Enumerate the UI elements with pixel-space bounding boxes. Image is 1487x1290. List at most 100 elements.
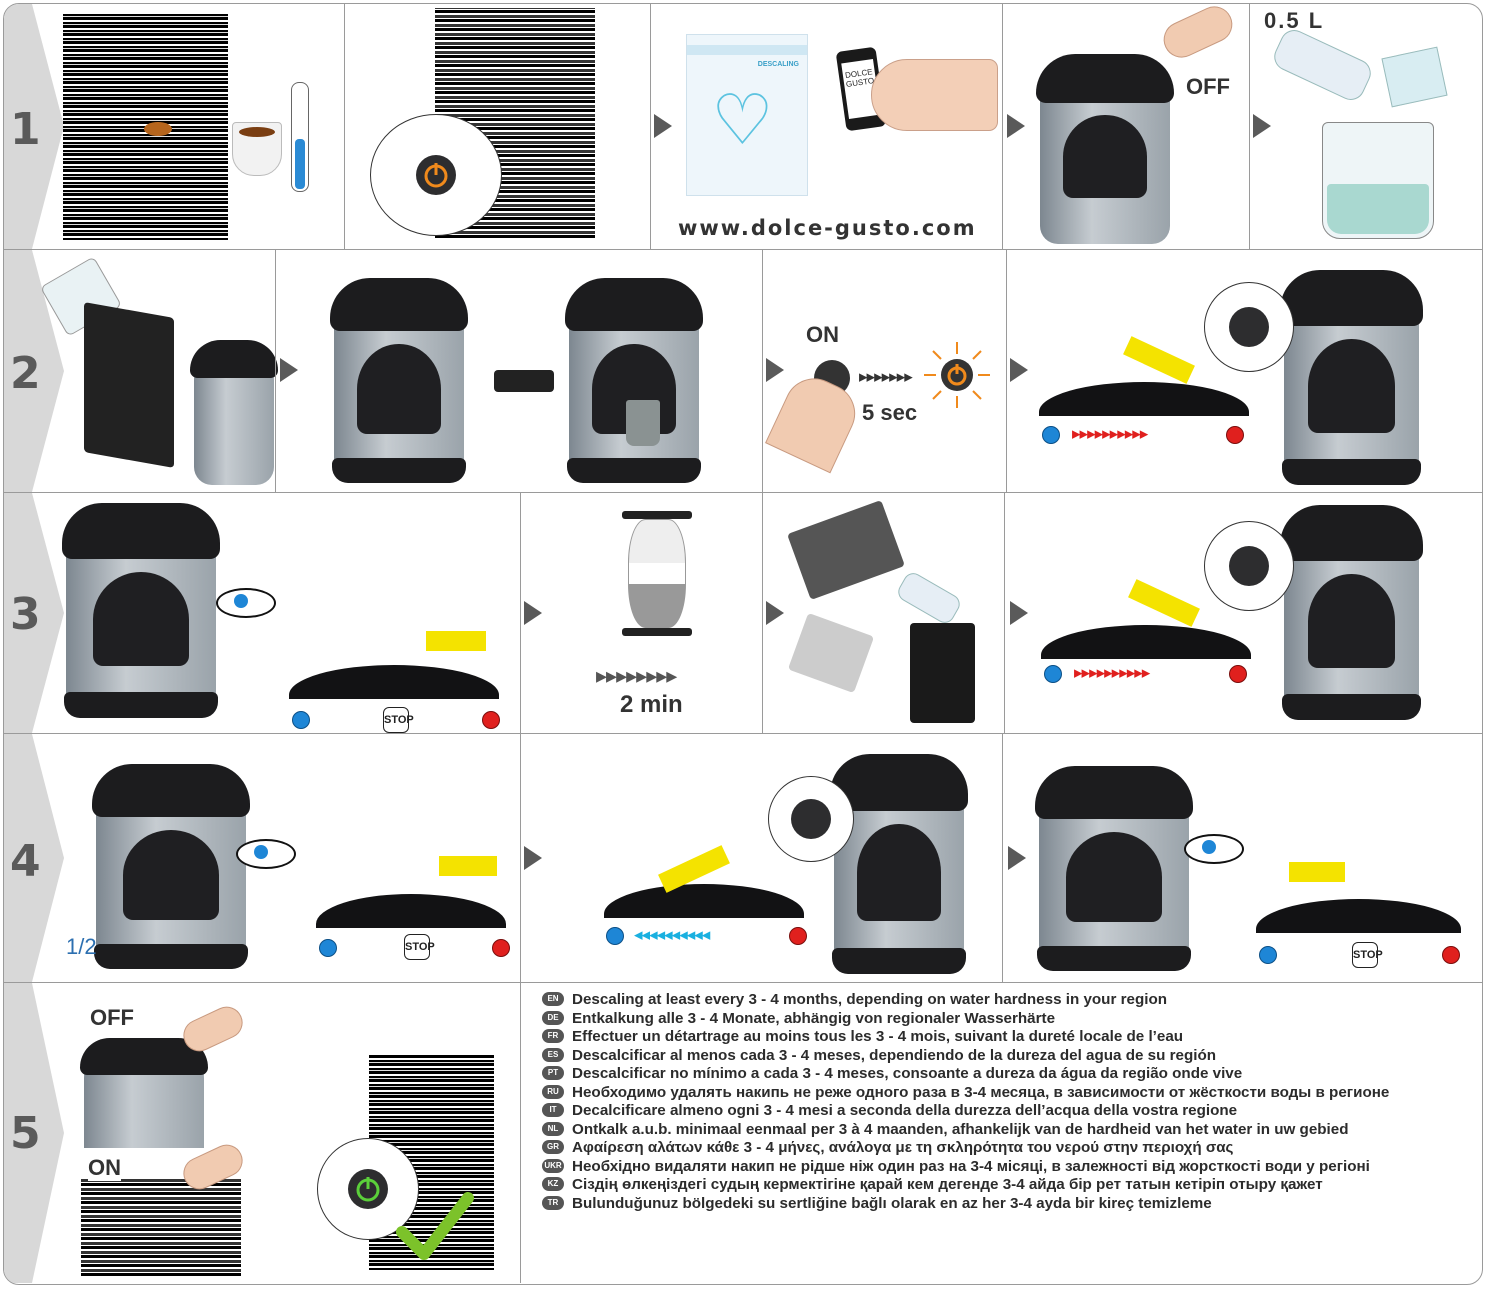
coffee-machine (1280, 270, 1423, 485)
language-line-fr: FR Effectuer un détartrage au moins tous … (542, 1028, 1477, 1045)
power-button-zoom (317, 1138, 419, 1240)
language-text: Decalcificare almeno ogni 3 - 4 mesi a s… (572, 1102, 1238, 1119)
coffee-machine (830, 754, 968, 974)
stop-icon: STOP (383, 707, 414, 733)
language-line-it: IT Decalcificare almeno ogni 3 - 4 mesi a… (542, 1102, 1477, 1119)
control-panel (1039, 382, 1249, 416)
control-panel (1041, 625, 1251, 659)
water-tank (84, 302, 174, 468)
off-label: OFF (90, 1005, 134, 1030)
eye-icon (1184, 834, 1244, 864)
language-badge: FR (542, 1029, 564, 1043)
cell-website: DESCALING ♡ DOLCE GUSTO www.dolce-gusto.… (676, 4, 1002, 249)
cell-fill-tank (39, 250, 278, 492)
step-number: 2 (10, 348, 41, 399)
eye-icon (216, 588, 276, 618)
step-chevron (4, 250, 68, 492)
cell-temperature (59, 4, 344, 249)
step-number: 5 (10, 1108, 41, 1159)
coffee-machine (190, 340, 278, 485)
checkmark-icon (396, 1192, 474, 1260)
finger-icon (765, 368, 865, 474)
language-line-nl: NL Ontkalk a.u.b. minimaal eenmaal per 3 … (542, 1121, 1477, 1138)
heart-splash-icon: ♡ (711, 81, 774, 159)
power-button-zoom (1204, 521, 1294, 611)
blue-indicator (1259, 946, 1277, 964)
coffee-machine (92, 764, 250, 969)
blue-indicator (606, 927, 624, 945)
power-button-zoom (1204, 282, 1294, 372)
power-icon (356, 1177, 380, 1202)
step-number: 1 (10, 104, 41, 155)
blue-indicator (1042, 426, 1060, 444)
coffee-machine (565, 278, 703, 483)
red-indicator (492, 939, 510, 957)
descaler-sachet-icon (1381, 46, 1448, 108)
coffee-machine (1280, 505, 1423, 720)
step-row-2: 2 ON ▸▸▸▸▸▸▸ 5 sec (4, 250, 1482, 493)
language-text: Descalcificar no mínimo a cada 3 - 4 mes… (572, 1065, 1243, 1082)
red-indicator (1442, 946, 1460, 964)
stop-icon: STOP (404, 934, 435, 960)
step-chevron (4, 983, 68, 1283)
arrow-sequence: ▸▸▸▸▸▸▸ (859, 367, 913, 386)
descaling-booklet: DESCALING ♡ (686, 34, 808, 196)
arrow-sequence: ▸▸▸▸▸▸▸▸ (596, 663, 677, 688)
yellow-arrow-icon (439, 856, 497, 876)
on-label: ON (88, 1155, 121, 1181)
language-text: Effectuer un détartrage au moins tous le… (572, 1028, 1184, 1045)
cell-wait: ▸▸▸▸▸▸▸▸ 2 min (544, 493, 762, 733)
cell-check-empty: STOP (1034, 734, 1479, 982)
cell-insert-capsule-holder (304, 250, 759, 492)
language-badge: DE (542, 1010, 564, 1025)
step-chevron (4, 734, 68, 982)
water-tank (910, 623, 975, 723)
control-panel (316, 894, 506, 928)
cell-check-level: STOP (62, 493, 519, 733)
booklet-title: DESCALING (757, 61, 799, 68)
cup-icon (626, 400, 660, 446)
language-text: Bulunduğunuz bölgedeki su sertliğine bağ… (572, 1194, 1212, 1212)
red-indicator (789, 927, 807, 945)
cell-machine-off: OFF (1034, 4, 1249, 249)
language-badge: NL (542, 1121, 564, 1136)
yellow-arrow-icon (426, 631, 486, 651)
power-icon (424, 163, 448, 188)
coffee-machine (1036, 54, 1174, 244)
language-badge: IT (542, 1103, 564, 1117)
language-badge: RU (542, 1084, 564, 1099)
hand-icon (871, 59, 998, 131)
instruction-sheet: 1 DESCALING ♡ DOLCE GUSTO www.dolce-gust… (3, 3, 1483, 1285)
step-number: 4 (10, 836, 41, 887)
arrow-sequence: ◂◂◂◂◂◂◂◂◂◂ (634, 925, 710, 944)
red-indicator (1229, 665, 1247, 683)
control-panel (604, 884, 804, 918)
cup-icon (232, 122, 282, 176)
eye-icon (236, 839, 296, 869)
language-text: Сіздің өлкеңіздегі судың кермектігіне қа… (572, 1176, 1323, 1193)
red-indicator (482, 711, 500, 729)
step-chevron (4, 4, 68, 249)
coffee-machine (330, 278, 468, 483)
website-url[interactable]: www.dolce-gusto.com (678, 216, 977, 240)
noisy-image (81, 1178, 241, 1278)
language-text: Необхідно видаляти накип не рідше ніж од… (572, 1157, 1370, 1175)
capsule-holder-icon (494, 370, 554, 392)
candle-icon (144, 122, 172, 136)
blue-indicator (292, 711, 310, 729)
power-button-zoom (768, 776, 854, 862)
language-text: Descaling at least every 3 - 4 months, d… (572, 991, 1167, 1008)
step-chevron (4, 493, 68, 733)
coffee-machine (80, 1038, 208, 1148)
stop-icon: STOP (1352, 942, 1383, 968)
language-badge: GR (542, 1140, 564, 1154)
language-text: Ontkalk a.u.b. minimaal eenmaal per 3 à … (572, 1120, 1349, 1138)
cell-check-half: 1/2 STOP (64, 734, 519, 982)
